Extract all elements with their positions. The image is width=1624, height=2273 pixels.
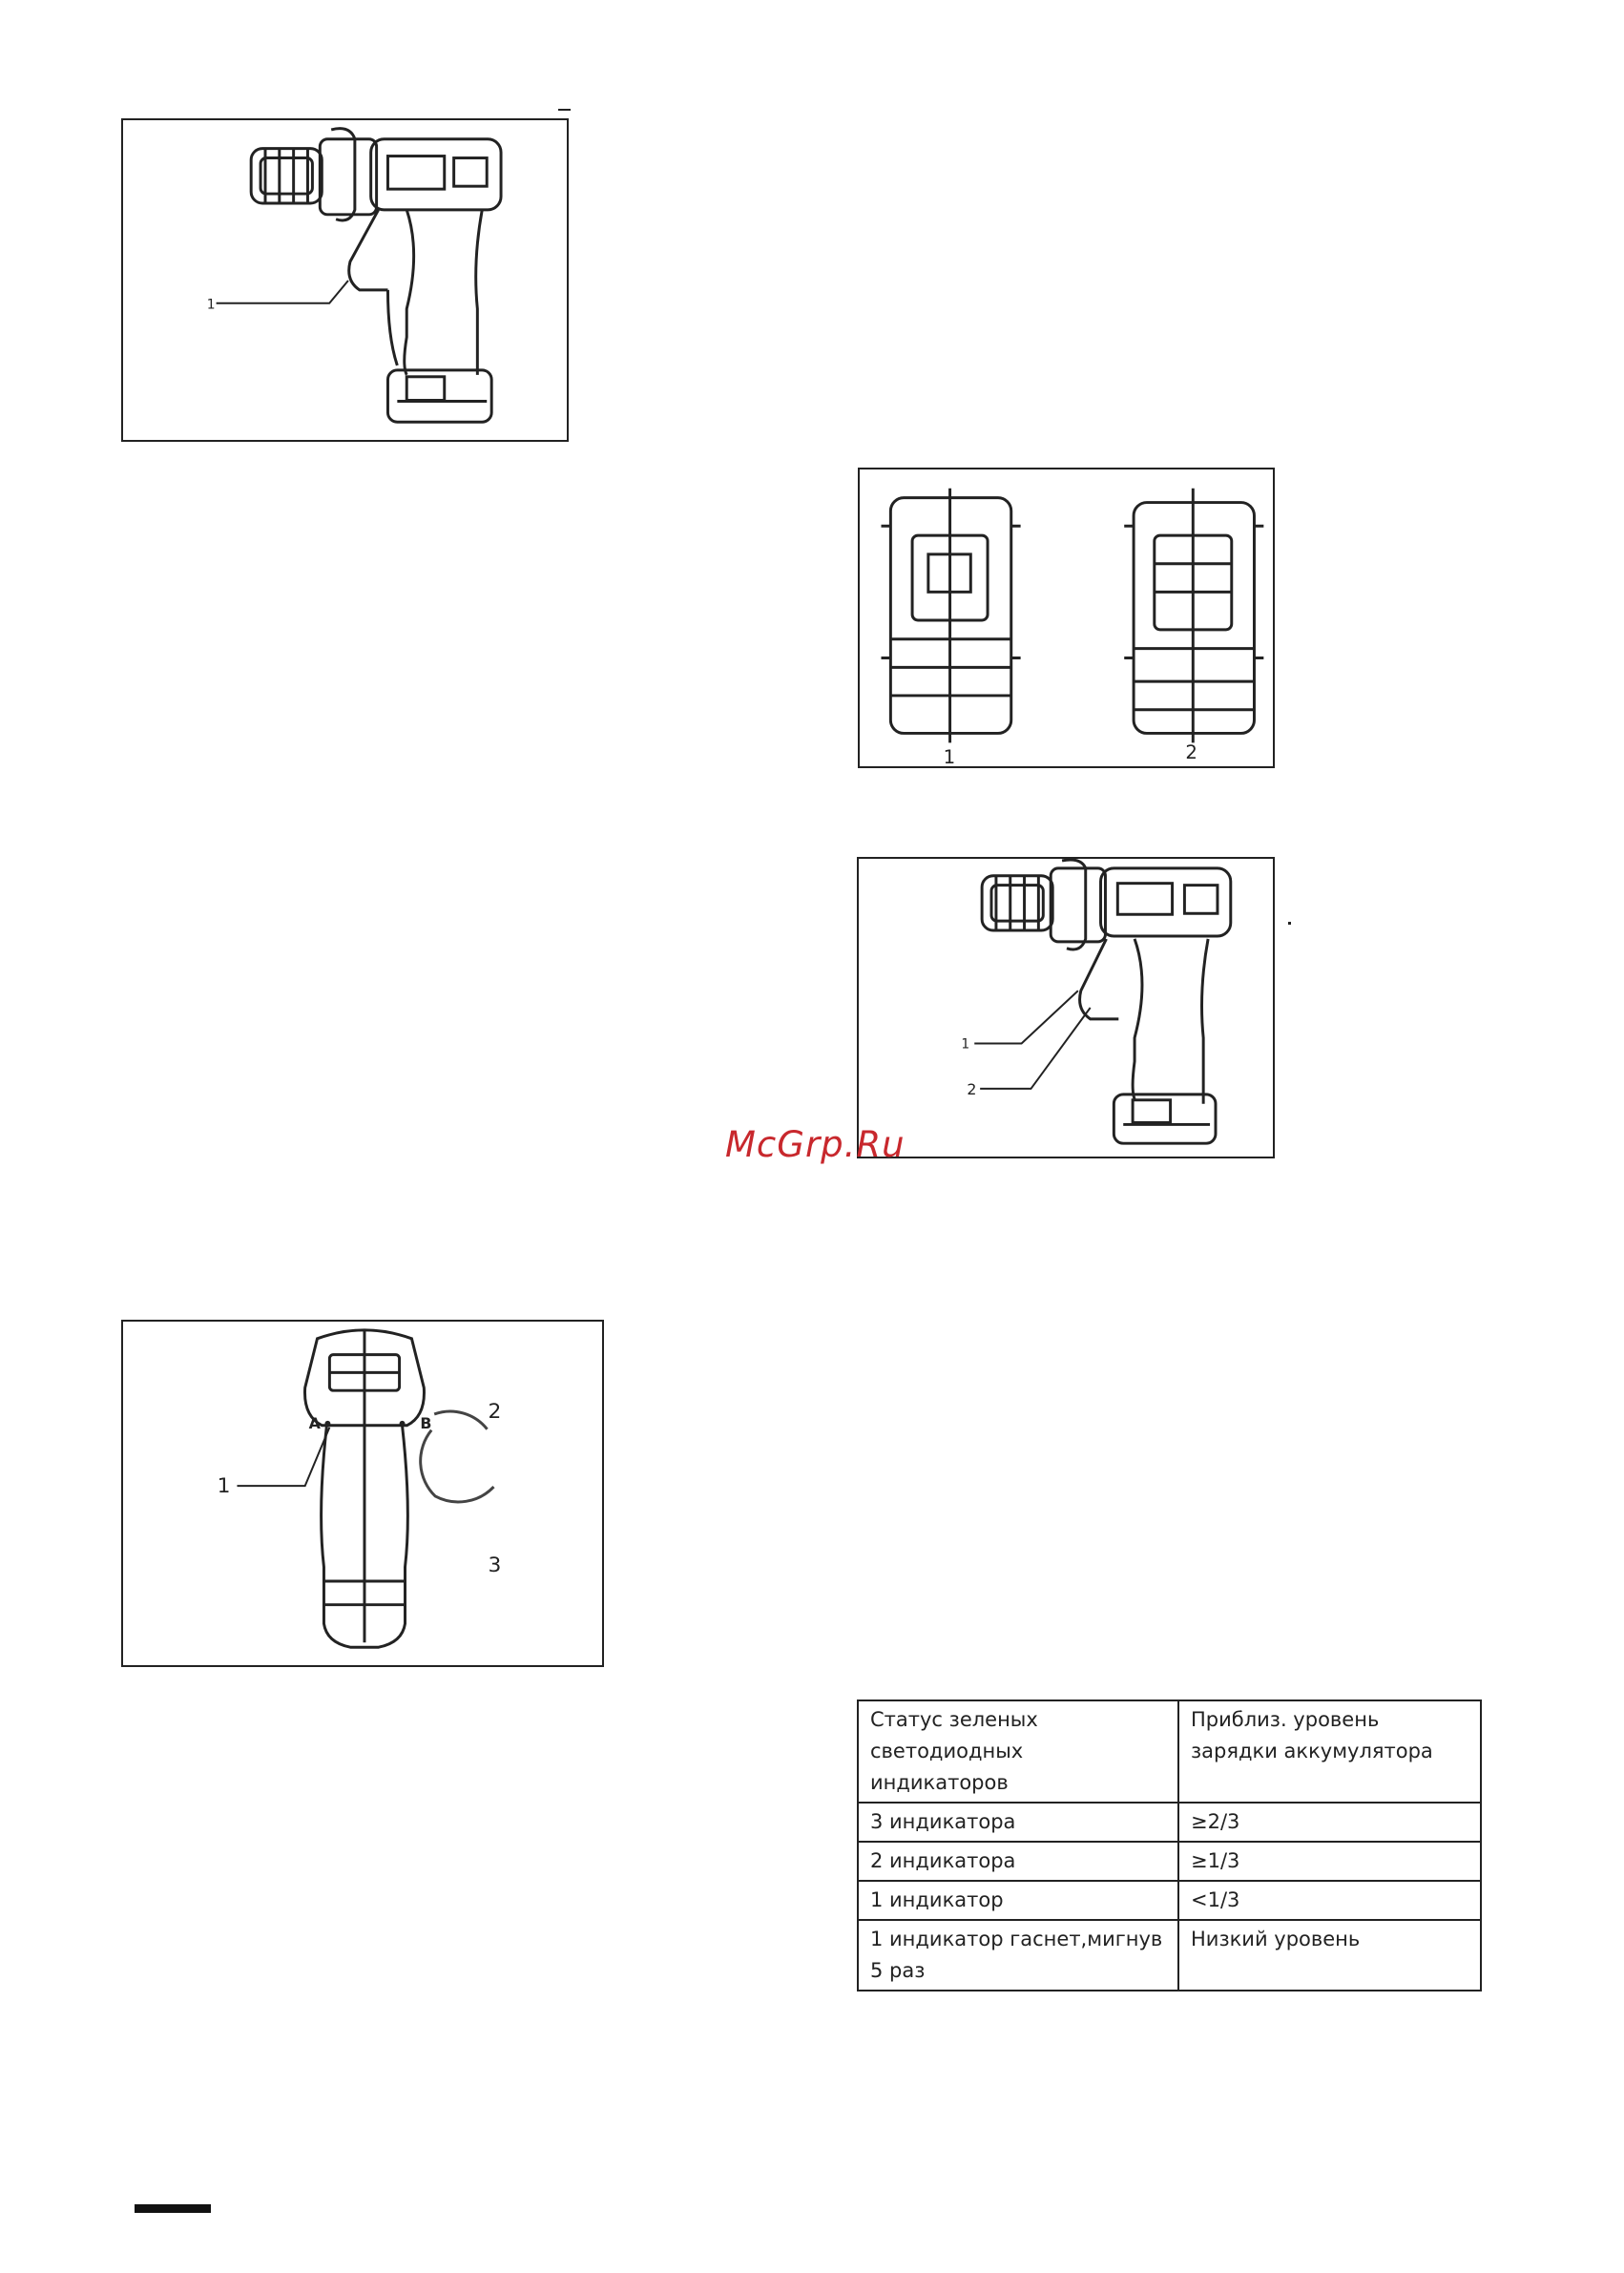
callout-2: 2 bbox=[967, 1080, 976, 1098]
table-cell: 1 индикатор гаснет,мигнув 5 раз bbox=[858, 1920, 1178, 1991]
callout-3: 3 bbox=[489, 1554, 502, 1577]
callout-1: 1 bbox=[944, 746, 956, 766]
corner-tick bbox=[1288, 922, 1291, 925]
callout-2: 2 bbox=[1185, 741, 1197, 763]
figure-drill-trigger: 1 bbox=[121, 118, 569, 442]
table-row: 1 индикатор гаснет,мигнув 5 раз Низкий у… bbox=[858, 1920, 1481, 1991]
drill-rear-illustration: A B 1 2 3 bbox=[123, 1322, 602, 1665]
page-footer-bar bbox=[135, 2204, 211, 2213]
table-cell: <1/3 bbox=[1178, 1881, 1481, 1920]
battery-status-table: Статус зеленых светодиодных индикаторов … bbox=[857, 1700, 1482, 1991]
table-header-row: Статус зеленых светодиодных индикаторов … bbox=[858, 1700, 1481, 1803]
label-a: A bbox=[309, 1414, 322, 1432]
table-row: 1 индикатор <1/3 bbox=[858, 1881, 1481, 1920]
corner-tick bbox=[558, 109, 571, 111]
table-cell: ≥1/3 bbox=[1178, 1842, 1481, 1881]
table-cell: 2 индикатора bbox=[858, 1842, 1178, 1881]
label-b: B bbox=[420, 1414, 431, 1432]
battery-illustration: 1 2 bbox=[860, 469, 1273, 766]
figure-drill-rear: A B 1 2 3 bbox=[121, 1320, 604, 1667]
figure-drill-switches: 1 2 bbox=[857, 857, 1275, 1158]
table-cell: 3 индикатора bbox=[858, 1803, 1178, 1842]
drill-illustration: 1 bbox=[123, 120, 567, 440]
watermark-text: McGrp.Ru bbox=[725, 1124, 940, 1165]
callout-1: 1 bbox=[218, 1474, 231, 1498]
table-row: 2 индикатора ≥1/3 bbox=[858, 1842, 1481, 1881]
figure-battery-packs: 1 2 bbox=[858, 468, 1275, 768]
callout-1: 1 bbox=[961, 1036, 969, 1052]
table-row: 3 индикатора ≥2/3 bbox=[858, 1803, 1481, 1842]
drill-illustration: 1 2 bbox=[859, 859, 1273, 1157]
table-cell: 1 индикатор bbox=[858, 1881, 1178, 1920]
table-cell: Низкий уровень bbox=[1178, 1920, 1481, 1991]
table-header-cell: Приблиз. уровень зарядки аккумулятора bbox=[1178, 1700, 1481, 1803]
callout-2: 2 bbox=[489, 1400, 502, 1424]
table-header-cell: Статус зеленых светодиодных индикаторов bbox=[858, 1700, 1178, 1803]
table-cell: ≥2/3 bbox=[1178, 1803, 1481, 1842]
callout-1: 1 bbox=[207, 298, 216, 313]
